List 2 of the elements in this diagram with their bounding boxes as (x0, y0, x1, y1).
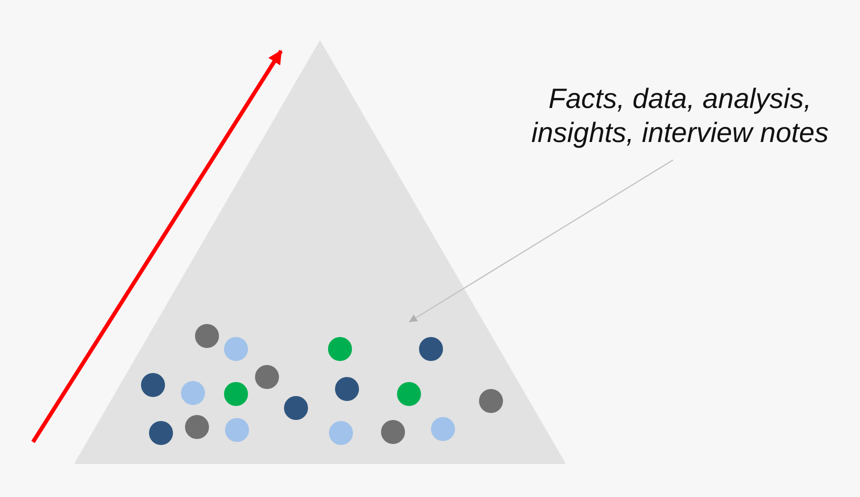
annotation-text: Facts, data, analysis, insights, interview notes (515, 82, 845, 160)
leader-line (408, 159, 674, 323)
